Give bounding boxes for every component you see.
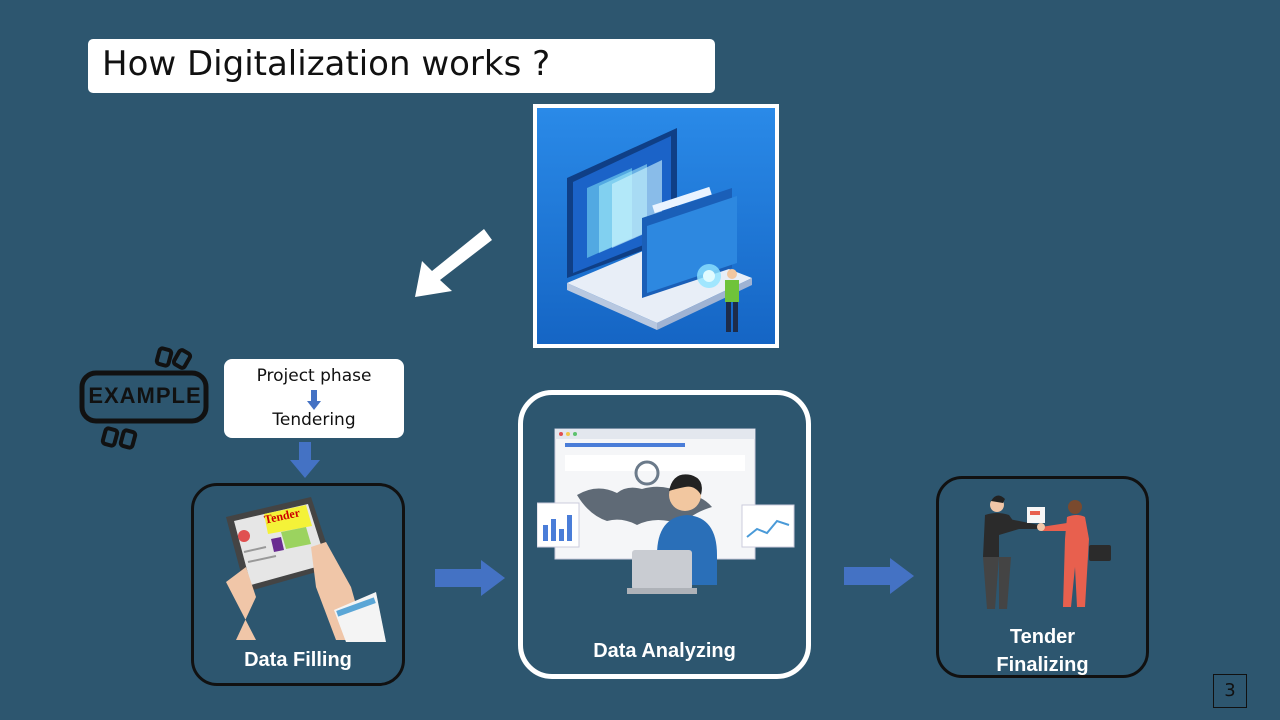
title-box: How Digitalization works ?: [88, 39, 715, 93]
project-phase-box: Project phase Tendering: [224, 359, 404, 438]
step-label: Data Filling: [244, 649, 352, 671]
phase-bottom-label: Tendering: [272, 410, 356, 430]
page-number: 3: [1213, 674, 1247, 708]
right-arrow-icon: [435, 560, 505, 596]
down-arrow-icon: [307, 390, 321, 410]
down-left-arrow-icon: [415, 229, 492, 297]
example-badge: EXAMPLE: [78, 345, 213, 455]
step-data-filling: Tender Data Filling: [191, 483, 405, 686]
step-label: Data Analyzing: [593, 640, 736, 662]
step-data-analyzing: Data Analyzing: [518, 390, 811, 679]
tablet-tender-illustration-icon: [226, 497, 386, 642]
hero-frame: [533, 104, 779, 348]
page-title: How Digitalization works ?: [102, 44, 551, 84]
step-label-line1: Tender: [1009, 626, 1076, 648]
step-label-line2: Finalizing: [996, 654, 1089, 676]
example-label: EXAMPLE: [88, 383, 202, 408]
right-arrow-icon: [844, 558, 914, 594]
handshake-illustration-icon: [983, 495, 1111, 609]
digital-folder-illustration-icon: [537, 108, 775, 344]
data-analysis-illustration-icon: [537, 428, 795, 594]
phase-top-label: Project phase: [256, 366, 372, 386]
down-arrow-icon: [290, 442, 320, 478]
step-tender-finalizing: Tender Finalizing: [936, 476, 1149, 678]
